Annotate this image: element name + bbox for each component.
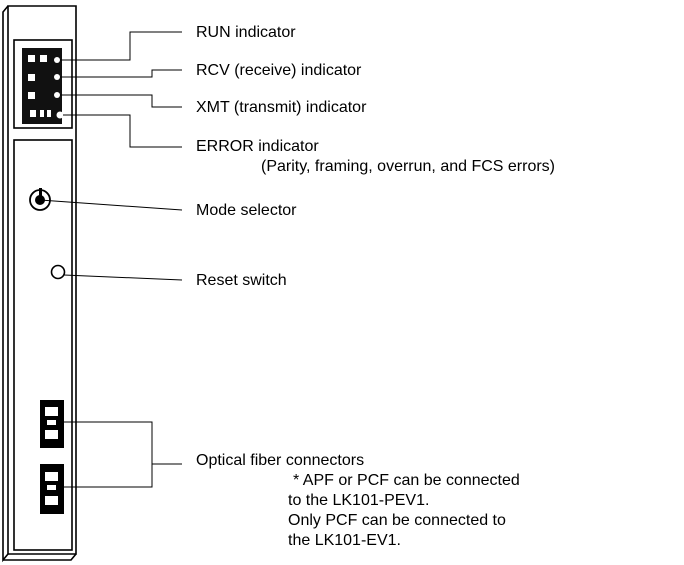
leader-fiber-top (56, 421, 153, 464)
indicator-panel-detail (22, 48, 64, 124)
indicator-panel (13, 39, 73, 129)
xmt-led (54, 92, 60, 98)
label-reset-switch: Reset switch (196, 272, 287, 289)
fiber-connector-top (40, 400, 64, 448)
inner-panel (13, 139, 73, 551)
error-led (56, 111, 64, 119)
unit-body-bottom-edge (3, 553, 77, 561)
leader-error (63, 114, 182, 148)
label-fiber-note-line2: to the LK101-PEV1. (288, 492, 430, 509)
label-mode-selector: Mode selector (196, 202, 297, 219)
leader-run (60, 31, 182, 61)
run-led (54, 57, 60, 63)
leader-rcv (60, 69, 182, 78)
leader-mode (39, 199, 183, 211)
leader-xmt (60, 94, 182, 108)
rcv-led (54, 74, 60, 80)
reset-switch (50, 264, 66, 280)
label-rcv-indicator: RCV (receive) indicator (196, 62, 362, 79)
label-optical-fiber-connectors: Optical fiber connectors (196, 452, 365, 469)
label-fiber-note-line1: * APF or PCF can be connected (293, 472, 520, 489)
label-xmt-indicator: XMT (transmit) indicator (196, 99, 367, 116)
mode-selector (29, 188, 51, 211)
label-fiber-note-line4: the LK101-EV1. (288, 532, 401, 549)
label-error-indicator: ERROR indicator (196, 138, 319, 155)
fiber-connector-bottom (40, 464, 64, 514)
leader-reset (63, 274, 183, 281)
label-error-note: (Parity, framing, overrun, and FCS error… (261, 158, 556, 175)
label-run-indicator: RUN indicator (196, 24, 296, 41)
unit-body-edge (2, 5, 9, 563)
label-fiber-note-line3: Only PCF can be connected to (288, 512, 506, 529)
leader-fiber-bottom (56, 464, 153, 488)
